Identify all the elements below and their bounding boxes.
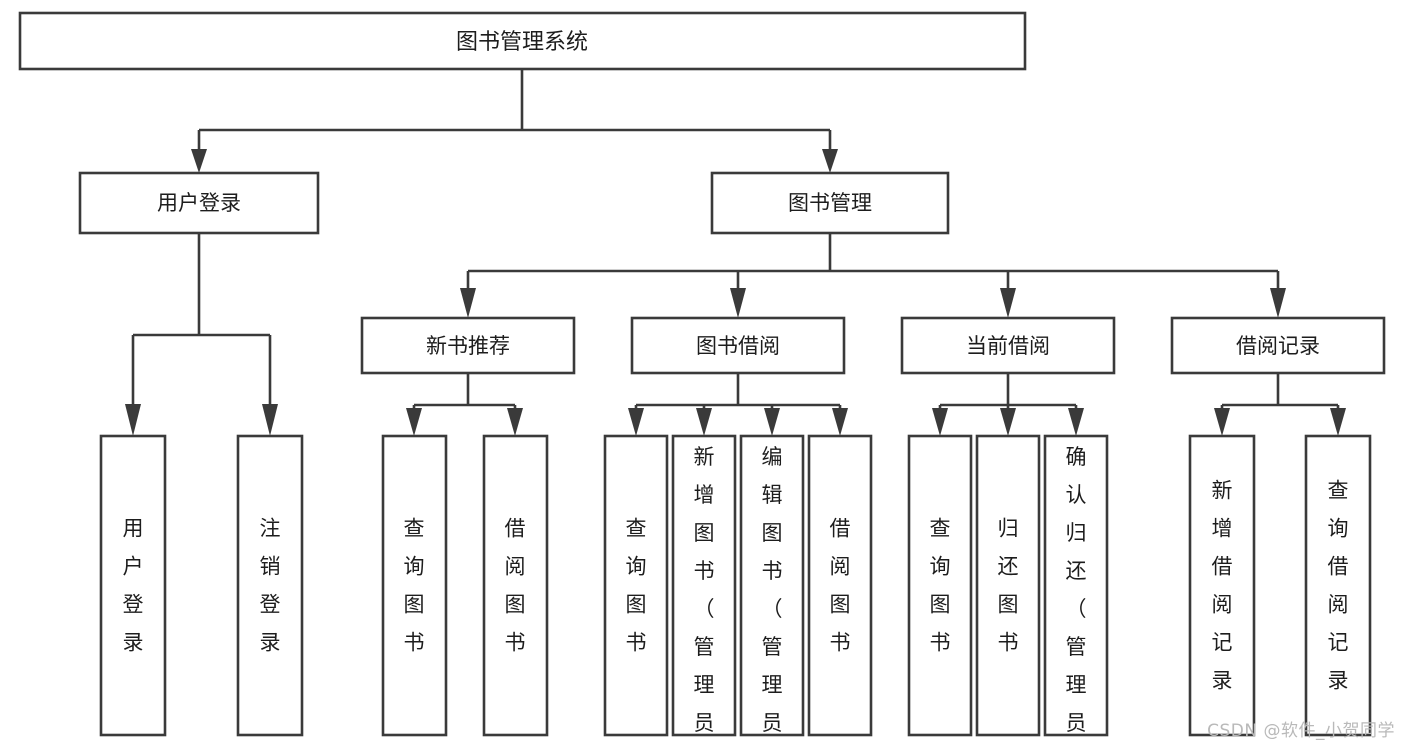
node-leaf-rec-borrow-book[interactable]: 借阅图书 [482,434,549,737]
node-leaf-user-login[interactable]: 用户登录 [99,434,167,737]
node-new-book-recommend-label: 新书推荐 [426,334,510,358]
arrow-head-borrow-record [1270,288,1286,318]
node-leaf-rec-query-book-label: 查询图书 [404,517,425,655]
node-leaf-cur-query-book[interactable]: 查询图书 [907,434,973,737]
arrow-head-current-borrow [1000,288,1016,318]
node-leaf-rec-query-book-box[interactable] [381,434,448,737]
node-new-book-recommend[interactable]: 新书推荐 [360,316,576,375]
arrow-head-leaf-user-logout [262,404,278,436]
node-root-box[interactable] [18,11,1027,71]
node-book-borrow-box[interactable] [630,316,846,375]
arrow-head-leaf-rec-borrow-book [507,408,523,436]
node-leaf-rec-add-record[interactable]: 新增借阅记录 [1188,434,1256,737]
node-leaf-rec-query-record[interactable]: 查询借阅记录 [1304,434,1372,737]
node-current-borrow-box[interactable] [900,316,1116,375]
node-book-manage[interactable]: 图书管理 [710,171,950,235]
node-leaf-borrow-edit-book[interactable]: 编辑图书（管理员） [739,434,805,747]
arrow-head-leaf-borrow-add-book [696,408,712,436]
node-current-borrow-label: 当前借阅 [966,334,1050,358]
arrow-head-leaf-cur-confirm-return [1068,408,1084,436]
node-leaf-rec-add-record-label: 新增借阅记录 [1212,479,1233,693]
node-book-borrow[interactable]: 图书借阅 [630,316,846,375]
connector-layer [125,69,1346,436]
node-leaf-borrow-borrow-book-label: 借阅图书 [830,517,851,655]
arrow-head-new-book-recommend [460,288,476,318]
arrow-head-leaf-rec-query-record [1330,408,1346,436]
node-leaf-user-logout[interactable]: 注销登录 [236,434,304,737]
node-book-borrow-label: 图书借阅 [696,334,780,358]
node-book-manage-box[interactable] [710,171,950,235]
node-leaf-user-login-label: 用户登录 [123,517,144,655]
arrow-head-leaf-borrow-edit-book [764,408,780,436]
node-leaf-user-logout-label: 注销登录 [260,517,281,655]
node-borrow-record[interactable]: 借阅记录 [1170,316,1386,375]
node-borrow-record-label: 借阅记录 [1236,334,1320,358]
arrow-head-leaf-user-login [125,404,141,436]
node-user-login[interactable]: 用户登录 [78,171,320,235]
node-leaf-cur-confirm-return[interactable]: 确认归还（管理员） [1043,434,1109,747]
node-leaf-borrow-add-book-box[interactable] [671,434,737,737]
arrow-head-book-borrow [730,288,746,318]
node-leaf-borrow-add-book[interactable]: 新增图书（管理员） [671,434,737,747]
node-leaf-borrow-borrow-book[interactable]: 借阅图书 [807,434,873,737]
node-leaf-borrow-add-book-label: 新增图书（管理员） [694,445,715,747]
node-leaf-cur-return-book-label: 归还图书 [998,517,1019,655]
node-new-book-recommend-box[interactable] [360,316,576,375]
node-leaf-borrow-query-book-label: 查询图书 [626,517,647,655]
node-leaf-borrow-edit-book-box[interactable] [739,434,805,737]
arrow-head-leaf-rec-query-book [406,408,422,436]
node-leaf-cur-confirm-return-box[interactable] [1043,434,1109,737]
arrow-head-book-manage [822,149,838,173]
node-leaf-rec-borrow-book-label: 借阅图书 [505,517,526,655]
node-current-borrow[interactable]: 当前借阅 [900,316,1116,375]
node-leaf-rec-query-book[interactable]: 查询图书 [381,434,448,737]
arrow-head-leaf-rec-add-record [1214,408,1230,436]
arrow-head-leaf-cur-return-book [1000,408,1016,436]
node-book-manage-label: 图书管理 [788,191,872,215]
node-leaf-user-login-box[interactable] [99,434,167,737]
arrow-head-user-login [191,149,207,173]
node-leaf-cur-confirm-return-label: 确认归还（管理员） [1066,445,1087,747]
node-leaf-rec-query-record-box[interactable] [1304,434,1372,737]
arrow-head-leaf-cur-query-book [932,408,948,436]
node-leaf-borrow-query-book-box[interactable] [603,434,669,737]
node-leaf-borrow-borrow-book-box[interactable] [807,434,873,737]
arrow-head-leaf-borrow-borrow-book [832,408,848,436]
node-root-label: 图书管理系统 [456,30,588,55]
node-leaf-cur-return-book[interactable]: 归还图书 [975,434,1041,737]
node-leaf-cur-query-book-label: 查询图书 [930,517,951,655]
arrow-head-leaf-borrow-query-book [628,408,644,436]
node-leaf-rec-query-record-label: 查询借阅记录 [1328,479,1349,693]
node-borrow-record-box[interactable] [1170,316,1386,375]
node-user-login-label: 用户登录 [157,191,241,215]
node-user-login-box[interactable] [78,171,320,235]
node-leaf-borrow-edit-book-label: 编辑图书（管理员） [762,445,783,747]
node-leaf-user-logout-box[interactable] [236,434,304,737]
node-leaf-cur-return-book-box[interactable] [975,434,1041,737]
node-leaf-cur-query-book-box[interactable] [907,434,973,737]
node-leaf-rec-add-record-box[interactable] [1188,434,1256,737]
node-leaf-rec-borrow-book-box[interactable] [482,434,549,737]
node-root[interactable]: 图书管理系统 [18,11,1027,71]
node-leaf-borrow-query-book[interactable]: 查询图书 [603,434,669,737]
